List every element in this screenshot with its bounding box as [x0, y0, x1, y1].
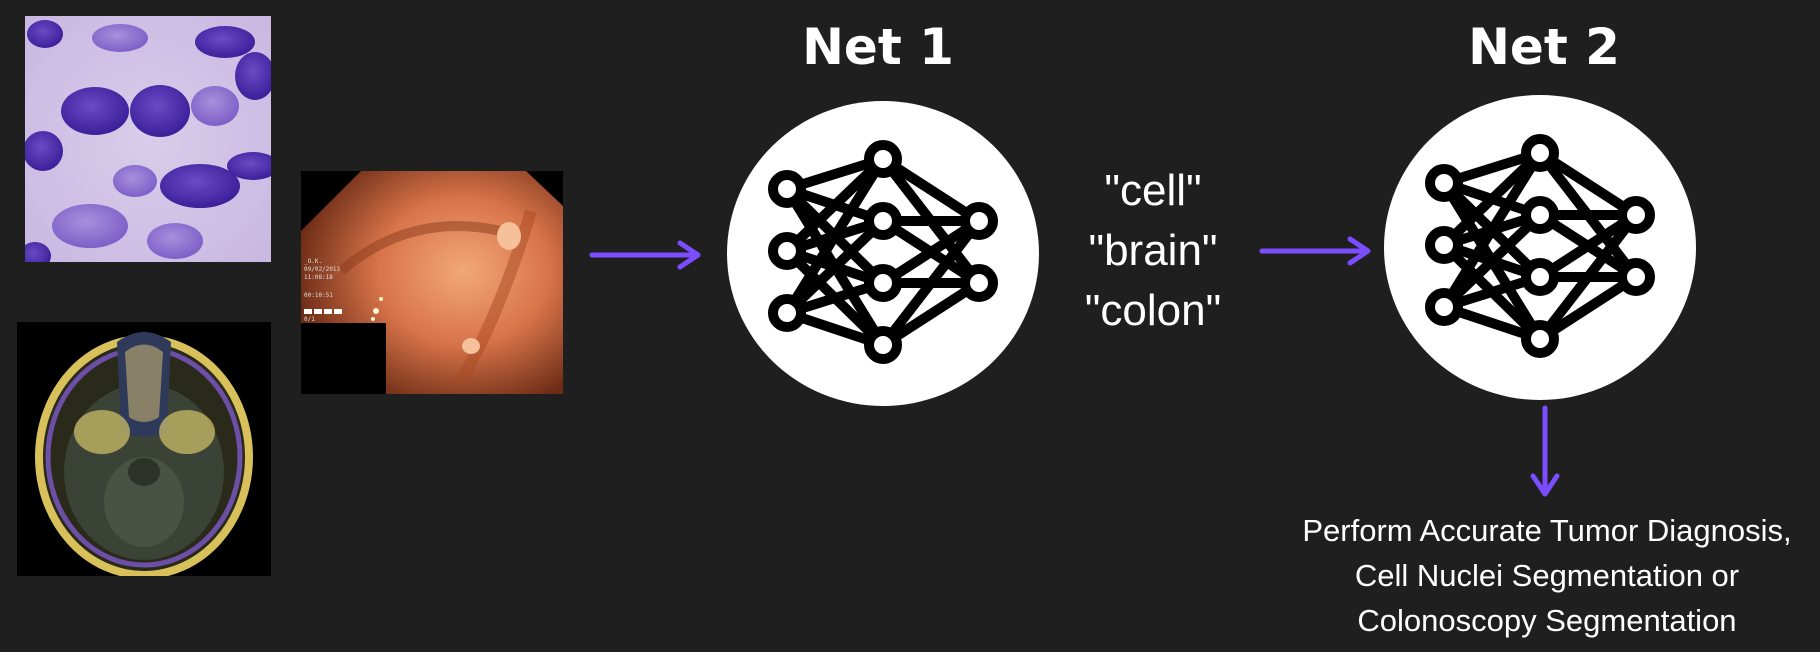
keyword-cell: "cell": [1033, 161, 1273, 221]
overlay-text-2: 09/02/2013: [304, 266, 341, 273]
neural-network-icon: [727, 101, 1039, 406]
arrow-to-result: [1530, 404, 1560, 500]
histology-image: [25, 16, 271, 262]
arrow-to-net2: [1258, 236, 1378, 266]
net2-title: Net 2: [1394, 18, 1694, 76]
neural-network-icon: [1384, 95, 1696, 400]
overlay-text-1: _O.K.: [304, 258, 322, 265]
keyword-list: "cell" "brain" "colon": [1033, 161, 1273, 341]
keyword-colon: "colon": [1033, 281, 1273, 341]
result-line-2: Cell Nuclei Segmentation or: [1267, 553, 1820, 598]
net2-circle: [1384, 95, 1696, 400]
overlay-text-4: 00:10:51: [304, 292, 333, 299]
net1-title: Net 1: [728, 18, 1028, 76]
overlay-text-5: 0/1: [304, 316, 315, 323]
result-text: Perform Accurate Tumor Diagnosis, Cell N…: [1267, 508, 1820, 643]
colonoscopy-image: _O.K. 09/02/2013 11:08:18 00:10:51 0/1: [301, 171, 563, 394]
keyword-brain: "brain": [1033, 221, 1273, 281]
overlay-text-3: 11:08:18: [304, 274, 333, 281]
arrow-to-net1: [588, 240, 708, 270]
result-line-1: Perform Accurate Tumor Diagnosis,: [1267, 508, 1820, 553]
brain-mri-image: [17, 322, 271, 576]
result-line-3: Colonoscopy Segmentation: [1267, 598, 1820, 643]
net1-circle: [727, 101, 1039, 406]
